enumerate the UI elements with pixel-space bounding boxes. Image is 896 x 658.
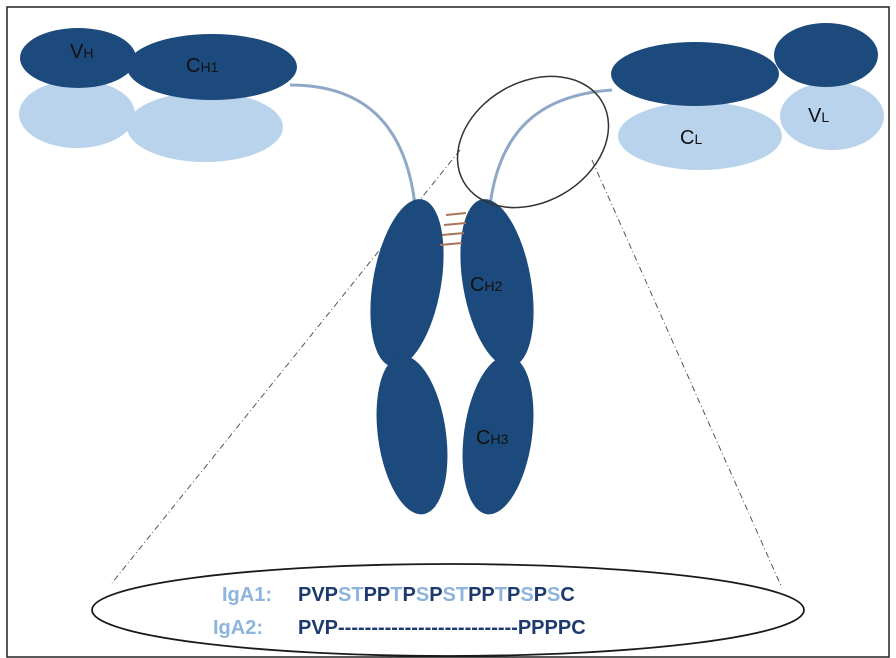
zoom-line-right — [591, 159, 783, 589]
hinge-sequence-ellipse — [91, 563, 805, 657]
left-vl-domain — [19, 80, 135, 148]
left-ch3-domain — [376, 355, 448, 515]
iga1-residue-6: P — [429, 584, 442, 606]
iga2-sequence: PVP---------------------------PPPPC — [298, 617, 586, 639]
iga1-residue-1: ST — [338, 584, 364, 606]
iga1-residue-8: PP — [468, 584, 495, 606]
ch1-domain — [127, 34, 297, 100]
iga1-residue-4: P — [403, 584, 416, 606]
iga2-name: IgA2: — [213, 617, 263, 639]
iga1-residue-0: PVP — [298, 584, 338, 606]
iga1-name: IgA1: — [222, 584, 272, 606]
hinge-link-right — [488, 88, 613, 206]
vl-label: VL — [808, 105, 829, 127]
right-vh-domain — [774, 23, 878, 87]
iga1-residue-9: T — [495, 584, 507, 606]
ch3-domain — [462, 355, 534, 515]
right-ch1-domain — [611, 42, 779, 106]
vh-domain — [20, 28, 136, 88]
iga1-residue-14: C — [560, 584, 574, 606]
iga1-residue-3: T — [390, 584, 402, 606]
cl-domain — [618, 102, 782, 170]
hinge-zoom-ellipse — [456, 75, 610, 209]
iga1-residue-10: P — [507, 584, 520, 606]
iga1-sequence: PVPSTPPTPSPSTPPTPSPSC — [298, 584, 575, 606]
iga1-residue-5: S — [416, 584, 429, 606]
figure-frame — [6, 6, 890, 658]
left-cl-domain — [127, 92, 283, 162]
disulfide-bonds — [439, 212, 467, 246]
hinge-link-left — [289, 83, 417, 206]
cl-label: CL — [680, 127, 702, 149]
vh-label: VH — [70, 41, 93, 63]
left-ch2-domain — [370, 199, 444, 367]
iga1-residue-2: PP — [364, 584, 391, 606]
iga2-residue-0: PVP---------------------------PPPPC — [298, 617, 586, 639]
vl-domain — [780, 82, 884, 150]
ch2-domain — [460, 199, 534, 367]
iga1-residue-12: P — [534, 584, 547, 606]
iga1-residue-13: S — [547, 584, 560, 606]
ch1-label: CH1 — [186, 55, 219, 77]
iga1-residue-7: ST — [443, 584, 469, 606]
ch2-label: CH2 — [470, 274, 503, 296]
ch3-label: CH3 — [476, 427, 509, 449]
iga1-residue-11: S — [520, 584, 533, 606]
